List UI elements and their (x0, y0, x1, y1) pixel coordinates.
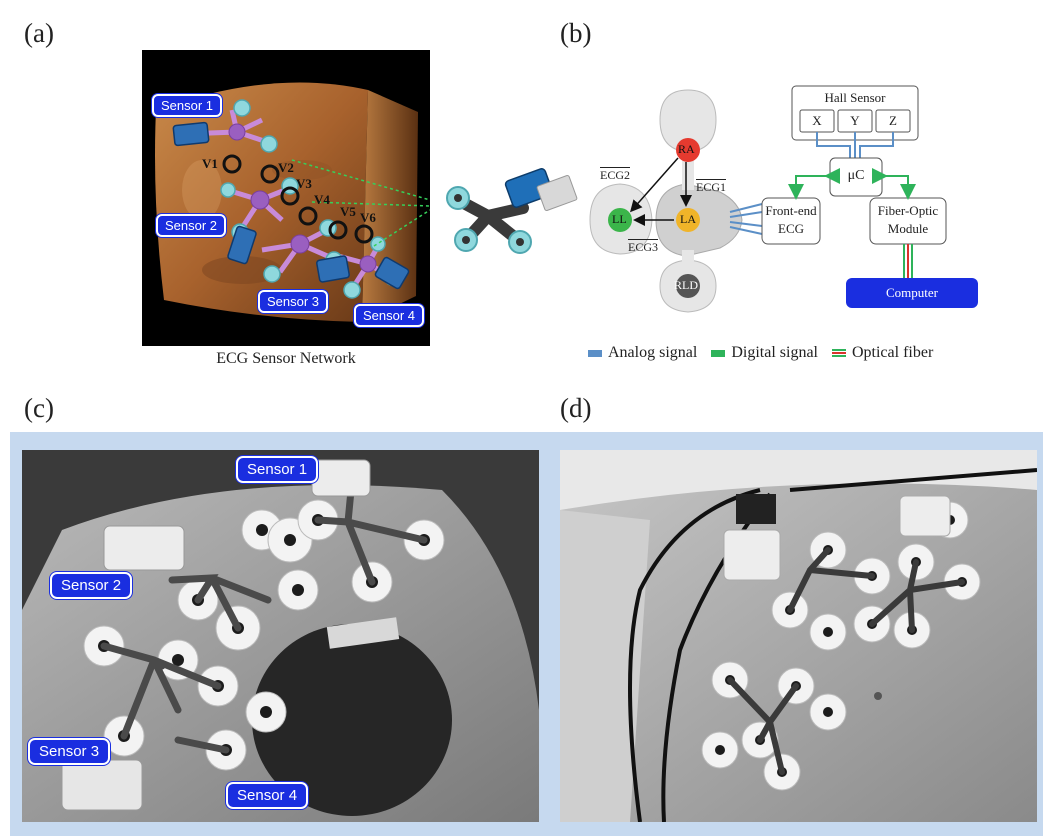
frontend-label-line2: ECG (778, 221, 804, 236)
electrode-ra: RA (678, 142, 695, 156)
electrode-rld: RLD (674, 278, 698, 292)
lead-label-layer: V1 V2 V3 V4 V5 V6 (142, 50, 430, 346)
hall-axis-y: Y (850, 113, 860, 128)
lead-ecg1: ECG1 (696, 180, 726, 194)
panel-label-c: (c) (24, 393, 54, 423)
sensor-1-badge: Sensor 1 (152, 94, 223, 117)
photo-c-sensor-3-badge: Sensor 3 (28, 738, 111, 765)
hall-sensor-title: Hall Sensor (824, 90, 886, 105)
sensor-4-badge: Sensor 4 (354, 304, 425, 327)
panel-c-illustration (22, 450, 539, 822)
panel-label-a: (a) (24, 18, 54, 48)
computer-label: Computer (886, 285, 938, 300)
torso-illustration (155, 82, 430, 322)
legend-digital-label: Digital signal (731, 344, 818, 361)
panel-d-illustration (560, 450, 1037, 822)
panel-d-photo (560, 450, 1037, 822)
signal-legend: Analog signal Digital signal Optical fib… (588, 344, 933, 362)
block-diagram (589, 85, 978, 313)
legend-digital: Digital signal (711, 344, 818, 362)
block-diagram-labels: RA LL LA RLD ECG2 ECG1 ECG3 Hall Sensor … (570, 80, 1040, 320)
lead-label-v4: V4 (314, 192, 330, 207)
lead-label-v2: V2 (278, 160, 294, 175)
lead-label-v5: V5 (340, 204, 356, 219)
legend-optical: Optical fiber (831, 344, 934, 362)
legend-analog-label: Analog signal (608, 344, 698, 361)
photo-c-sensor-4-badge: Sensor 4 (226, 782, 309, 809)
sensor-unit-illustration (446, 168, 578, 254)
electrode-ll: LL (612, 212, 627, 226)
lead-label-v3: V3 (296, 176, 312, 191)
panel-label-b: (b) (560, 18, 592, 48)
lead-label-v1: V1 (202, 156, 218, 171)
torso-render: V1 V2 V3 V4 V5 V6 Sensor 1 Sensor 2 Sens… (142, 50, 430, 346)
lead-ecg2: ECG2 (600, 168, 630, 182)
hall-axis-z: Z (889, 113, 897, 128)
legend-optical-label: Optical fiber (851, 344, 934, 361)
photo-c-sensor-2-badge: Sensor 2 (50, 572, 133, 599)
legend-analog-swatch (588, 349, 602, 357)
photo-c-sensor-1-badge: Sensor 1 (236, 456, 319, 483)
fiber-optic-label-line1: Fiber-Optic (877, 203, 939, 218)
lead-label-v6: V6 (360, 210, 376, 225)
legend-optical-swatch (831, 349, 846, 357)
electrode-la: LA (680, 212, 696, 226)
panel-c-photo: Sensor 1 Sensor 2 Sensor 3 Sensor 4 (22, 450, 539, 822)
fiber-optic-label-line2: Module (887, 221, 929, 236)
legend-analog: Analog signal (588, 344, 697, 362)
hall-axis-x: X (812, 113, 822, 128)
microcontroller-label: μC (847, 168, 865, 183)
panel-label-d: (d) (560, 393, 592, 423)
frontend-label-line1: Front-end (765, 203, 817, 218)
sensor-2-badge: Sensor 2 (156, 214, 227, 237)
lead-ecg3: ECG3 (628, 240, 658, 254)
sensor-3-badge: Sensor 3 (258, 290, 329, 313)
legend-digital-swatch (711, 349, 726, 357)
panel-a-caption: ECG Sensor Network (216, 350, 356, 367)
